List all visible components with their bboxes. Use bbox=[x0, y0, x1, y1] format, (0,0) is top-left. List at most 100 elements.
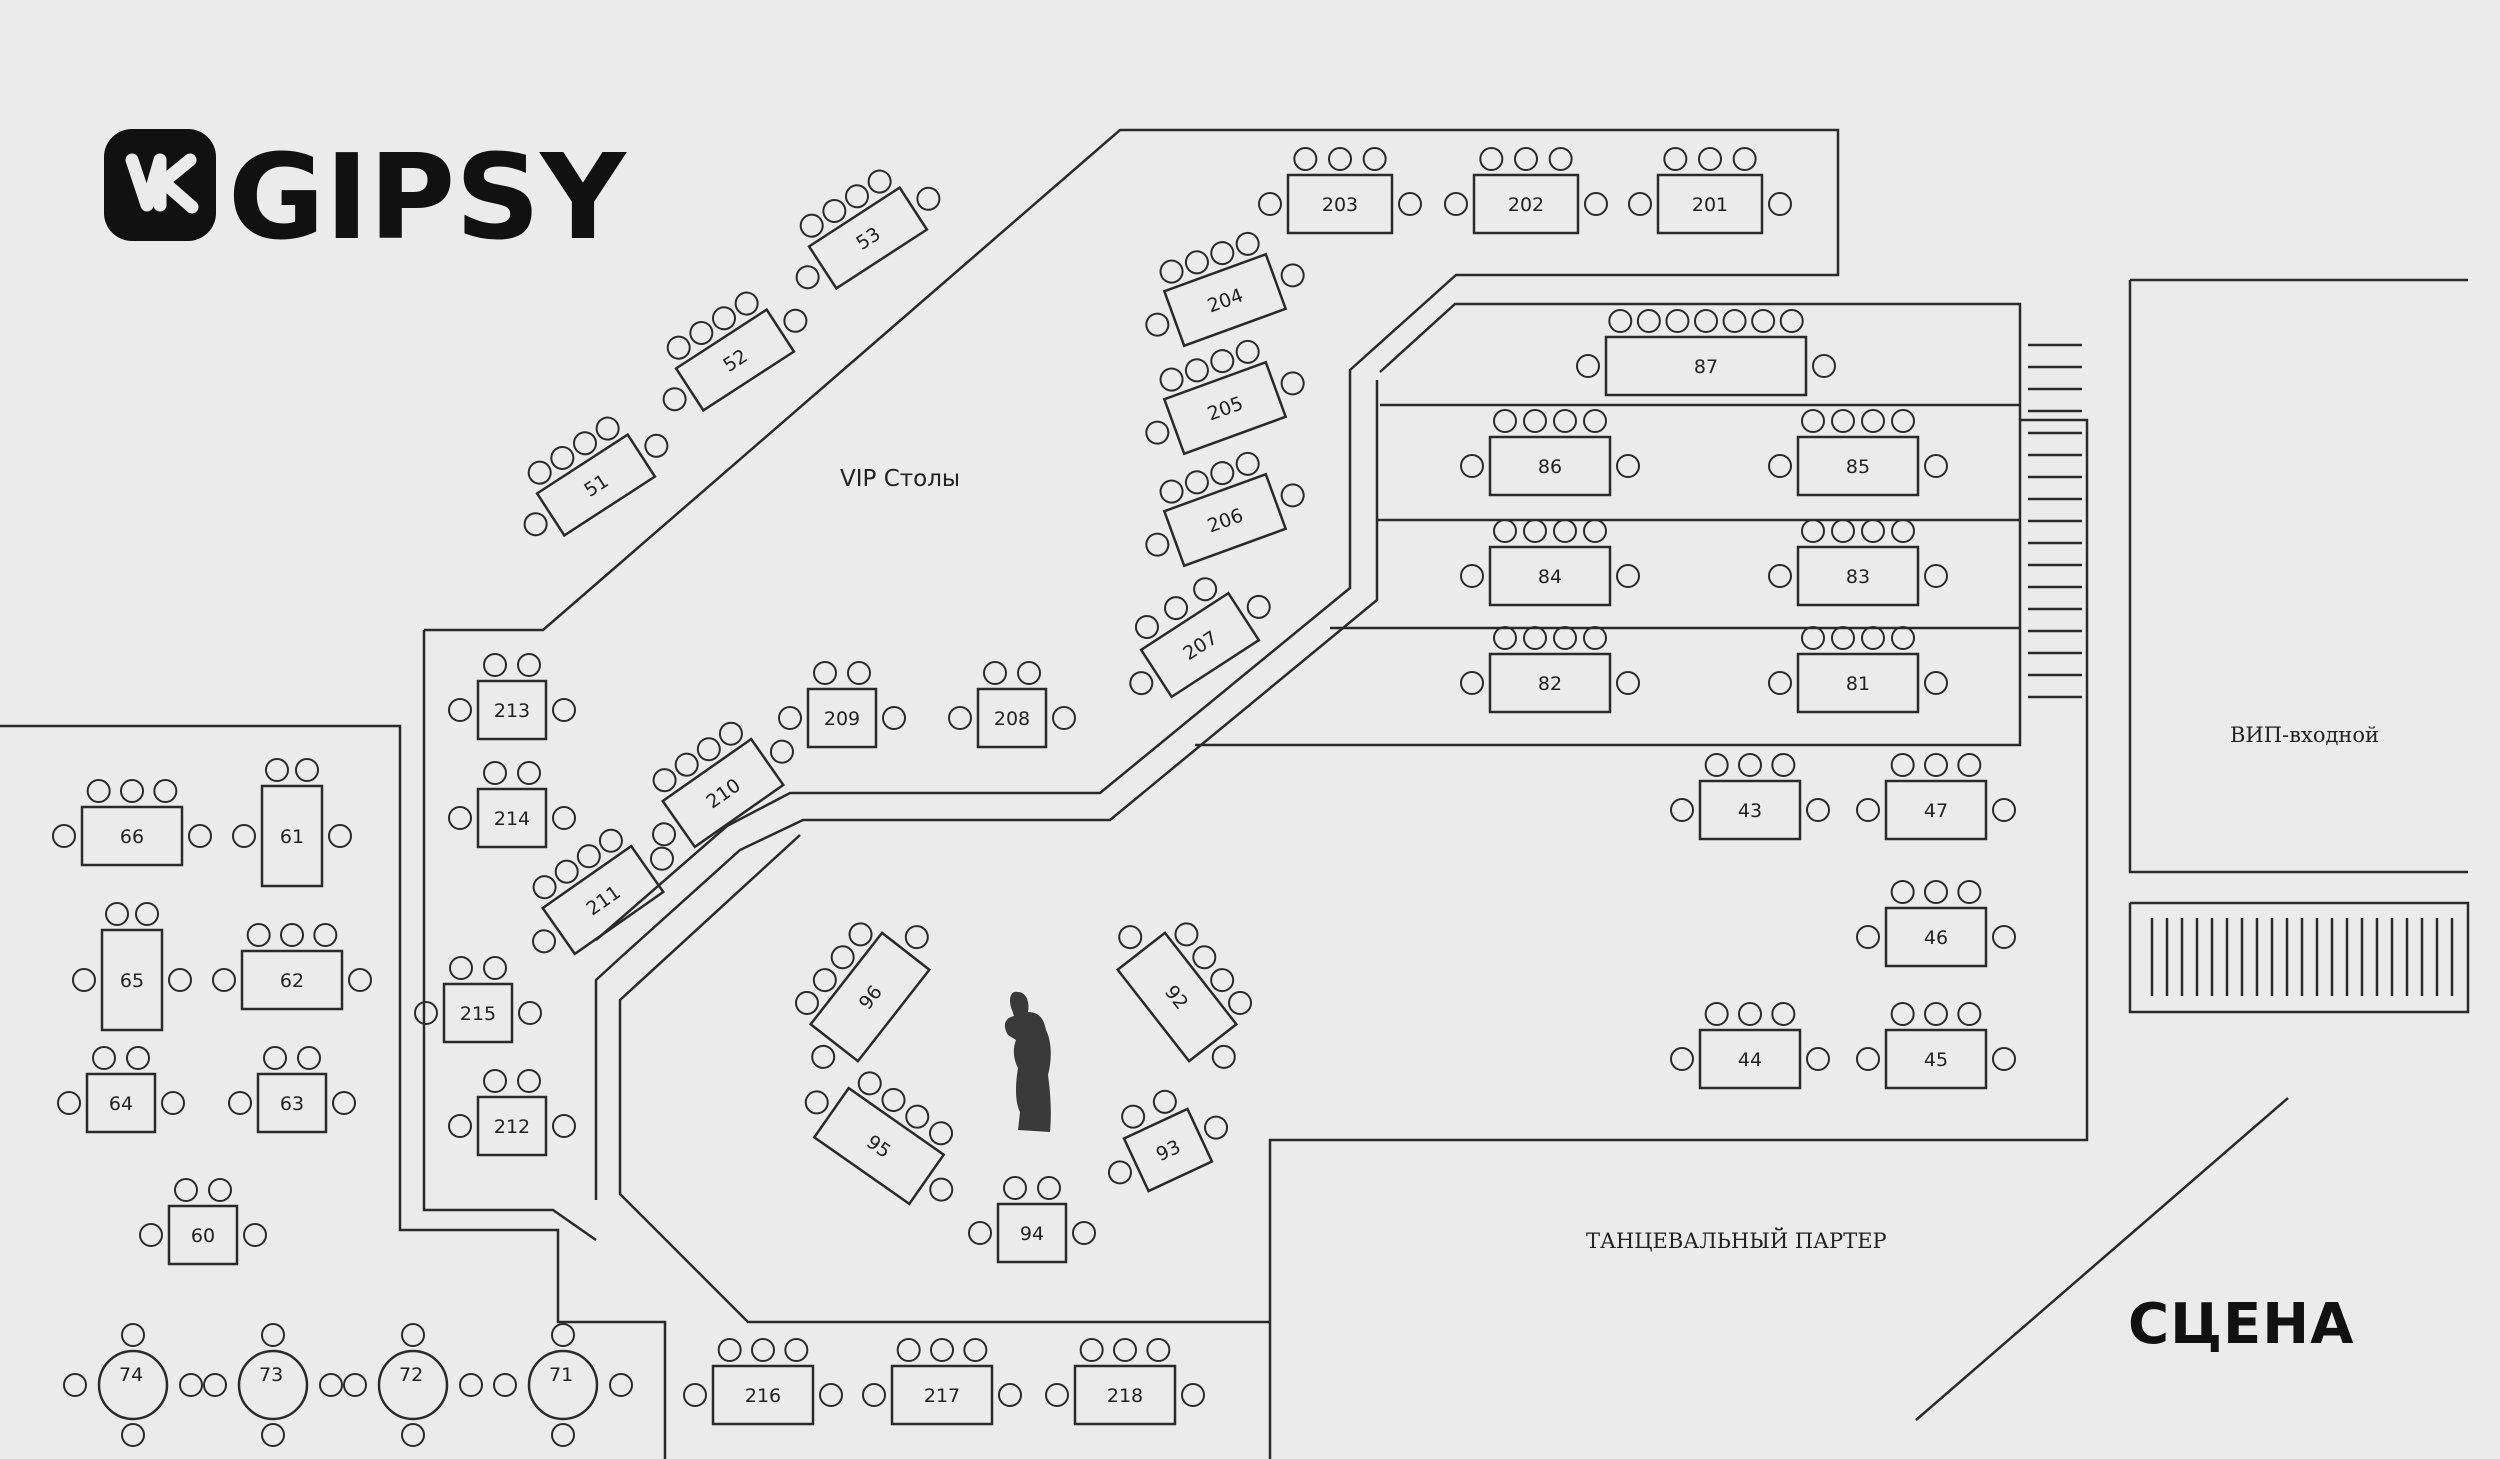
chair-icon bbox=[1957, 880, 1982, 904]
chair-icon bbox=[1184, 250, 1209, 275]
table-number: 46 bbox=[1924, 927, 1948, 949]
table-208[interactable]: 208 bbox=[948, 661, 1076, 749]
table-74[interactable]: 74 bbox=[63, 1323, 203, 1447]
table-82[interactable]: 82 bbox=[1460, 626, 1640, 714]
table-86[interactable]: 86 bbox=[1460, 409, 1640, 497]
walls bbox=[0, 128, 2470, 1459]
chair-icon bbox=[904, 925, 929, 950]
chair-icon bbox=[812, 968, 837, 993]
table-46[interactable]: 46 bbox=[1856, 880, 2016, 968]
chair-icon bbox=[1045, 1383, 1069, 1407]
table-83[interactable]: 83 bbox=[1768, 519, 1948, 607]
table-shape bbox=[1115, 931, 1239, 1063]
chair-icon bbox=[1670, 798, 1694, 822]
chair-icon bbox=[523, 512, 548, 537]
chair-icon bbox=[1107, 1160, 1132, 1185]
table-201[interactable]: 201 bbox=[1628, 147, 1792, 235]
table-66[interactable]: 66 bbox=[52, 779, 212, 867]
chair-icon bbox=[1856, 1047, 1880, 1071]
chair-icon bbox=[126, 1046, 150, 1070]
chair-icon bbox=[1246, 594, 1271, 619]
table-72[interactable]: 72 bbox=[343, 1323, 483, 1447]
table-47[interactable]: 47 bbox=[1856, 753, 2016, 841]
table-shape bbox=[476, 1095, 548, 1157]
chair-icon bbox=[1553, 626, 1577, 650]
table-209[interactable]: 209 bbox=[778, 661, 906, 749]
table-number: 217 bbox=[924, 1385, 960, 1407]
table-shape bbox=[1139, 591, 1261, 699]
chair-icon bbox=[1924, 671, 1948, 695]
chair-icon bbox=[830, 945, 855, 970]
table-94[interactable]: 94 bbox=[968, 1176, 1096, 1264]
chair-icon bbox=[1636, 309, 1661, 333]
chair-icon bbox=[52, 824, 76, 848]
table-number: 202 bbox=[1508, 194, 1544, 216]
table-43[interactable]: 43 bbox=[1670, 753, 1830, 841]
table-number: 43 bbox=[1738, 800, 1762, 822]
table-213[interactable]: 213 bbox=[448, 653, 576, 741]
chair-icon bbox=[711, 306, 736, 331]
chair-icon bbox=[1856, 925, 1880, 949]
table-shape bbox=[85, 1072, 157, 1134]
chair-icon bbox=[414, 1001, 438, 1025]
table-214[interactable]: 214 bbox=[448, 761, 576, 849]
chair-icon bbox=[848, 922, 873, 947]
chair-icon bbox=[517, 653, 541, 677]
table-73[interactable]: 73 bbox=[203, 1323, 343, 1447]
table-65[interactable]: 65 bbox=[72, 902, 192, 1032]
chair-icon bbox=[243, 1223, 267, 1247]
table-60[interactable]: 60 bbox=[139, 1178, 267, 1266]
table-64[interactable]: 64 bbox=[57, 1046, 185, 1134]
table-202[interactable]: 202 bbox=[1444, 147, 1608, 235]
chair-icon bbox=[595, 416, 620, 441]
chair-icon bbox=[1924, 1002, 1948, 1026]
table-45[interactable]: 45 bbox=[1856, 1002, 2016, 1090]
table-62[interactable]: 62 bbox=[212, 923, 372, 1011]
chair-icon bbox=[1192, 945, 1217, 970]
chair-icon bbox=[1704, 753, 1729, 777]
table-84[interactable]: 84 bbox=[1460, 519, 1640, 607]
table-215[interactable]: 215 bbox=[414, 956, 542, 1044]
table-217[interactable]: 217 bbox=[862, 1338, 1022, 1426]
table-44[interactable]: 44 bbox=[1670, 1002, 1830, 1090]
chair-icon bbox=[948, 706, 972, 730]
chair-icon bbox=[1801, 409, 1825, 433]
table-shape bbox=[1656, 173, 1764, 235]
chair-icon bbox=[717, 1338, 742, 1362]
table-81[interactable]: 81 bbox=[1768, 626, 1948, 714]
table-number: 61 bbox=[280, 826, 304, 848]
table-85[interactable]: 85 bbox=[1768, 409, 1948, 497]
chair-icon bbox=[105, 902, 129, 926]
chair-icon bbox=[1628, 192, 1652, 216]
table-71[interactable]: 71 bbox=[493, 1323, 633, 1447]
table-212[interactable]: 212 bbox=[448, 1069, 576, 1157]
chair-icon bbox=[649, 846, 674, 871]
chair-icon bbox=[135, 902, 159, 926]
chair-icon bbox=[963, 1338, 988, 1362]
chair-icon bbox=[1924, 880, 1948, 904]
table-shape bbox=[100, 928, 164, 1032]
chair-icon bbox=[1145, 420, 1170, 445]
chair-icon bbox=[1771, 753, 1796, 777]
table-shape bbox=[80, 805, 184, 867]
table-number: 64 bbox=[109, 1093, 133, 1115]
table-218[interactable]: 218 bbox=[1045, 1338, 1205, 1426]
chair-icon bbox=[1548, 147, 1573, 171]
chair-icon bbox=[208, 1178, 232, 1202]
chair-icon bbox=[857, 1071, 882, 1096]
table-number: 63 bbox=[280, 1093, 304, 1115]
table-63[interactable]: 63 bbox=[228, 1046, 356, 1134]
chair-icon bbox=[297, 1046, 321, 1070]
chair-icon bbox=[263, 1046, 287, 1070]
table-number: 94 bbox=[1020, 1223, 1044, 1245]
table-216[interactable]: 216 bbox=[683, 1338, 843, 1426]
table-61[interactable]: 61 bbox=[232, 758, 352, 888]
chair-icon bbox=[1856, 798, 1880, 822]
chair-icon bbox=[1493, 519, 1517, 543]
chair-icon bbox=[459, 1373, 483, 1397]
chair-icon bbox=[1751, 309, 1776, 333]
table-shape bbox=[1884, 779, 1988, 841]
table-87[interactable]: 87 bbox=[1576, 309, 1836, 397]
table-203[interactable]: 203 bbox=[1258, 147, 1422, 235]
